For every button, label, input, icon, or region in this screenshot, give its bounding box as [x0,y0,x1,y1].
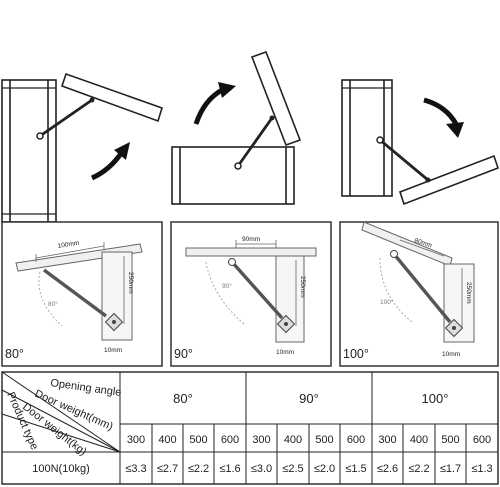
cabinet-body [1,79,57,223]
panel-angle-label: 90° [174,347,193,361]
weight-header: 500 [315,434,333,446]
panel-angle-label: 100° [343,347,369,361]
door-panel [398,154,500,206]
weight-header: 300 [378,434,396,446]
dimension-panel-100: 80mm 250mm 100° 10mm 100° [339,221,499,367]
offset-label: 10mm [104,347,122,354]
weight-header: 500 [189,434,207,446]
weight-header: 500 [441,434,459,446]
capacity-cell: ≤3.0 [251,463,272,475]
dimension-panel-90: 90mm 250mm 90° 10mm 90° [170,221,332,367]
angle-header: 90° [299,391,319,406]
close-arrow-icon [423,97,459,126]
capacity-cell: ≤2.2 [188,463,209,475]
angle-header: 100° [422,391,449,406]
lid-outline [361,221,453,267]
weight-header: 300 [252,434,270,446]
weight-header: 300 [127,434,145,446]
capacity-cell: ≤2.2 [408,463,429,475]
gas-strut [42,268,108,318]
gas-strut [392,252,452,324]
spec-table: Opening angle Door weight(mm) Door weigh… [1,371,499,485]
height-label: 250mm [127,272,134,294]
weight-header: 600 [347,434,365,446]
lid-outline [15,243,143,272]
arm-length-label: 90mm [242,236,260,243]
capacity-cell: ≤3.3 [125,463,146,475]
side-wall [275,255,305,343]
door-panel [250,50,302,147]
weight-header: 400 [284,434,302,446]
panel-angle-label: 80° [5,347,24,361]
capacity-cell: ≤2.6 [377,463,398,475]
capacity-cell: ≤2.5 [282,463,303,475]
gas-strut [379,138,429,182]
capacity-cell: ≤1.5 [345,463,366,475]
angle-header: 80° [173,391,193,406]
height-label: 250mm [299,276,306,298]
offset-label: 10mm [442,351,460,358]
illustration-80-deg [1,72,163,223]
gas-strut [39,98,93,138]
weight-header: 600 [473,434,491,446]
cabinet-body [171,146,295,205]
offset-label: 10mm [276,349,294,356]
lid-outline [185,247,317,257]
door-panel [60,72,163,123]
dimension-panel-80: 100mm 250mm 80° 10mm 80° [1,221,163,367]
capacity-cell: ≤1.3 [471,463,492,475]
weight-header: 600 [221,434,239,446]
weight-header: 400 [410,434,428,446]
close-arrow-icon [90,150,125,181]
weight-header: 400 [158,434,176,446]
illustration-90-deg [171,50,302,205]
product-type-cell: 100N(10kg) [32,463,89,475]
capacity-cell: ≤1.6 [219,463,240,475]
arc-angle-label: 90° [222,282,232,290]
height-label: 250mm [465,282,472,304]
arc-angle-label: 100° [380,298,394,306]
arm-length-label: 100mm [57,240,80,250]
gas-strut [230,260,284,320]
capacity-cell: ≤1.7 [440,463,461,475]
capacity-cell: ≤2.0 [314,463,335,475]
illustration-100-deg [341,79,500,206]
open-arrow-icon [193,87,224,125]
arc-angle-label: 80° [48,300,58,308]
gas-strut [236,117,274,167]
capacity-cell: ≤2.7 [157,463,178,475]
